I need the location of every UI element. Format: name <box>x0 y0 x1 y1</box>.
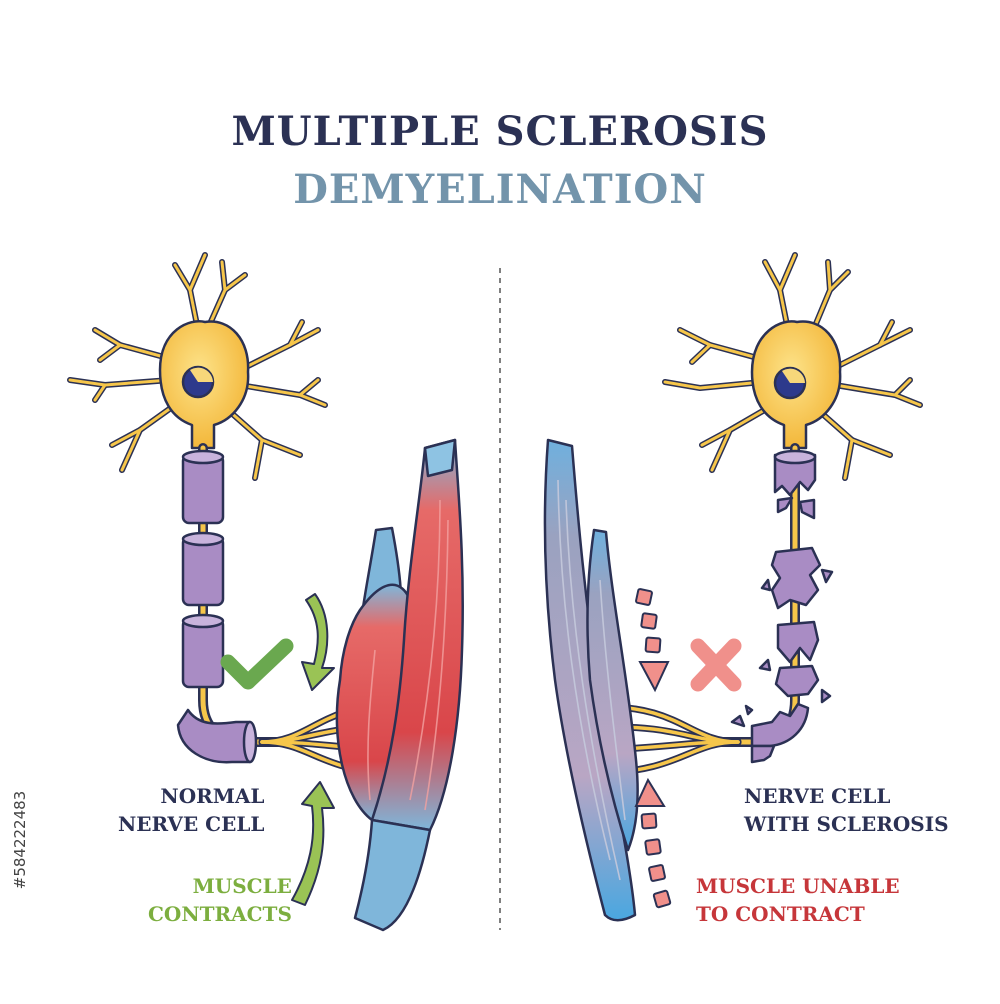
normal-label-line2: NERVE CELL <box>118 812 265 836</box>
contracts-line1: MUSCLE <box>192 874 292 898</box>
muscle-contracts-label: MUSCLE CONTRACTS <box>148 872 292 928</box>
stock-id-text: #584222483 <box>11 790 29 890</box>
damaged-myelin <box>730 449 834 764</box>
unable-line1: MUSCLE UNABLE <box>696 874 900 898</box>
non-contracting-muscle <box>543 438 639 922</box>
muscle-unable-label: MUSCLE UNABLE TO CONTRACT <box>696 872 900 928</box>
down-arrow-green <box>301 593 335 691</box>
weak-arrows <box>634 588 672 909</box>
down-arrow-red <box>635 588 670 693</box>
sclerosis-neuron <box>592 252 923 777</box>
contracting-muscle <box>335 438 464 932</box>
sclerosis-label-line1: NERVE CELL <box>744 784 891 808</box>
contraction-arrows <box>291 593 335 906</box>
contracts-line2: CONTRACTS <box>148 902 292 926</box>
title-sub: DEMYELINATION <box>293 166 707 213</box>
cross-icon <box>690 638 742 692</box>
title-main: MULTIPLE SCLEROSIS <box>231 108 769 155</box>
sclerosis-nerve-cell-label: NERVE CELL WITH SCLEROSIS <box>744 782 949 838</box>
check-icon <box>220 638 294 690</box>
up-arrow-red <box>634 777 672 909</box>
normal-label-line1: NORMAL <box>160 784 265 808</box>
unable-line2: TO CONTRACT <box>696 902 865 926</box>
normal-nerve-cell-label: NORMAL NERVE CELL <box>118 782 264 838</box>
sclerosis-label-line2: WITH SCLEROSIS <box>744 812 949 836</box>
stock-id-watermark: #584222483 <box>6 760 34 920</box>
normal-myelin <box>176 449 258 764</box>
up-arrow-green <box>291 781 335 906</box>
normal-neuron <box>67 252 402 777</box>
